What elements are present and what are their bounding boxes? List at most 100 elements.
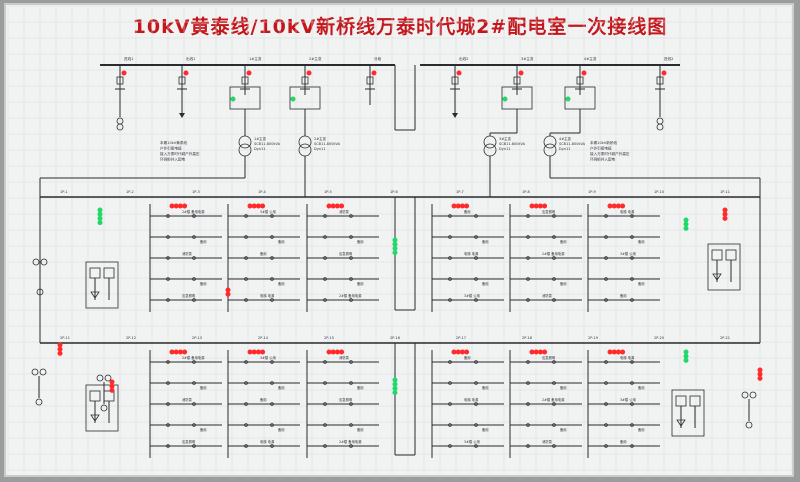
- design-note: 户外引接电缆: [590, 146, 612, 151]
- status-led: [607, 203, 613, 209]
- status-led: [251, 349, 257, 355]
- feeder-text: 备用: [464, 355, 471, 360]
- transformer-label: SCB11-800kVA: [559, 142, 586, 146]
- status-led: [392, 390, 398, 396]
- breaker-dot: [526, 256, 530, 260]
- status-led: [615, 203, 621, 209]
- breaker-symbol: [451, 76, 459, 85]
- status-led: [339, 349, 345, 355]
- transformer-label: Dyn11: [254, 147, 265, 151]
- breaker-dot: [244, 423, 248, 427]
- breaker-dot: [526, 381, 530, 385]
- design-note: 接入万泰时代城户外高压: [590, 151, 630, 156]
- feeder-text: 电梯 电源: [464, 251, 479, 256]
- transformer-winding: [238, 135, 252, 149]
- breaker-dot: [166, 381, 170, 385]
- status-led: [529, 203, 535, 209]
- feeder-text: 备用: [638, 427, 645, 432]
- breaker-dot: [323, 423, 327, 427]
- meter-symbol: [100, 404, 108, 412]
- hv-feeder-label: 出线1: [186, 56, 195, 61]
- transformer-winding: [298, 135, 312, 149]
- hv-feeder-label: 出线2: [459, 56, 468, 61]
- breaker-dot: [166, 235, 170, 239]
- status-led: [225, 287, 231, 293]
- breaker-dot: [604, 256, 608, 260]
- status-led: [173, 203, 179, 209]
- breaker-dot: [166, 298, 170, 302]
- diagram-title: 10kV黄泰线/10kV新桥线万泰时代城2#配电室一次接线图: [132, 16, 668, 38]
- feeder-text: 电梯 电源: [620, 355, 635, 360]
- status-led: [683, 225, 689, 231]
- breaker-dot: [192, 444, 196, 448]
- meter-symbol: [35, 398, 43, 406]
- breaker-dot: [166, 402, 170, 406]
- lv-panel-label: 1P-2: [126, 190, 134, 194]
- breaker-dot: [244, 360, 248, 364]
- breaker-dot: [323, 256, 327, 260]
- breaker-dot: [526, 423, 530, 427]
- status-led: [392, 250, 398, 256]
- breaker-dot: [448, 235, 452, 239]
- breaker-dot: [166, 214, 170, 218]
- status-led: [255, 203, 261, 209]
- indicator-leds: [57, 70, 763, 396]
- breaker-dot: [192, 381, 196, 385]
- status-led: [57, 342, 63, 348]
- breaker-dot: [526, 444, 530, 448]
- breaker-dot: [526, 298, 530, 302]
- feeder-text: 消防泵: [339, 209, 350, 214]
- lv-panel-label: 2P-16: [390, 336, 400, 340]
- breaker-dot: [604, 444, 608, 448]
- status-led: [225, 291, 231, 297]
- feeder-text: 备用: [260, 397, 267, 402]
- breaker-dot: [244, 235, 248, 239]
- status-led: [533, 203, 539, 209]
- breaker-dot: [604, 381, 608, 385]
- feeder-text: 备用: [638, 239, 645, 244]
- breaker-dot: [448, 298, 452, 302]
- status-led: [455, 203, 461, 209]
- breaker-dot: [474, 444, 478, 448]
- feeder-text: 2#楼 备用电源: [339, 439, 362, 444]
- status-led: [392, 385, 398, 391]
- ct-symbol: [96, 374, 104, 382]
- breaker-dot: [474, 360, 478, 364]
- breaker-dot: [270, 402, 274, 406]
- breaker-dot: [630, 298, 634, 302]
- breaker-dot: [630, 214, 634, 218]
- feeder-text: 备用: [638, 281, 645, 286]
- status-led: [392, 241, 398, 247]
- breaker-dot: [349, 402, 353, 406]
- feeder-text: 应急照明: [542, 209, 556, 214]
- meter-box: [89, 267, 101, 279]
- breaker-status-led: [661, 70, 667, 76]
- feeder-text: 3#楼 公用: [620, 251, 636, 256]
- status-led: [611, 203, 617, 209]
- ct-symbol: [39, 368, 47, 376]
- lv-panel-label: 1P-9: [588, 190, 596, 194]
- feeder-text: 备用: [278, 239, 285, 244]
- breaker-dot: [552, 423, 556, 427]
- breaker-dot: [448, 256, 452, 260]
- transformer-label: 1#主变: [254, 136, 267, 141]
- status-led: [683, 357, 689, 363]
- feeder-text: 应急照明: [182, 439, 196, 444]
- status-led: [177, 349, 183, 355]
- closed-status-led: [290, 96, 296, 102]
- breaker-symbol: [576, 76, 584, 85]
- status-led: [334, 349, 340, 355]
- feeder-text: 备用: [464, 209, 471, 214]
- breaker-dot: [323, 402, 327, 406]
- status-led: [97, 215, 103, 221]
- breaker-dot: [474, 423, 478, 427]
- meter-symbol: [36, 288, 44, 296]
- breaker-dot: [244, 214, 248, 218]
- breaker-status-led: [306, 70, 312, 76]
- breaker-dot: [270, 298, 274, 302]
- feeder-text: 2#楼 备用电源: [339, 293, 362, 298]
- hv-feeder-label: 1#主变: [249, 56, 262, 61]
- breaker-dot: [448, 214, 452, 218]
- status-led: [392, 237, 398, 243]
